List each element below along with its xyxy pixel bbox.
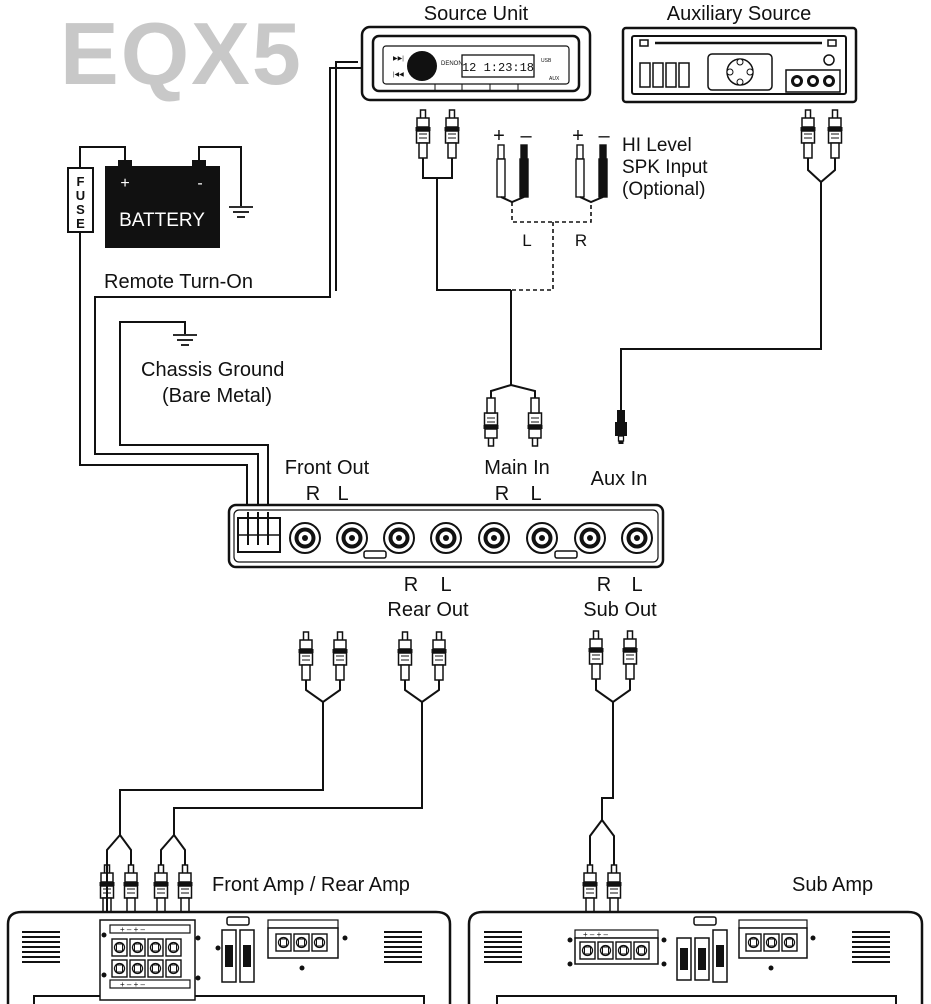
source-brand-mark: DENON	[441, 61, 463, 67]
prev-track-icon: |◀◀	[393, 72, 404, 78]
rear-out-l: L	[440, 574, 451, 596]
hi-level-right-minus-plug	[598, 144, 608, 198]
next-track-icon: ▶▶|	[393, 56, 404, 62]
volume-knob-icon	[407, 51, 437, 81]
battery-ground-icon	[228, 206, 254, 218]
sub-out-r: R	[597, 574, 611, 596]
front-out-r: R	[306, 483, 320, 505]
svg-text:S: S	[76, 202, 85, 217]
fuse: F U S E	[67, 167, 94, 233]
source-unit-title: Source Unit	[424, 3, 529, 25]
source-rca-left-plug	[414, 109, 432, 159]
battery-minus: -	[197, 175, 202, 192]
aux-in-label: Aux In	[591, 468, 648, 490]
sub-amp-in-1	[581, 864, 599, 914]
chassis-ground-line1: Chassis Ground	[141, 359, 284, 381]
sub-out-l: L	[631, 574, 642, 596]
svg-text:E: E	[76, 216, 85, 231]
battery-plus: +	[120, 175, 129, 192]
hi-level-left-plus: +	[493, 125, 505, 147]
hi-level-line3: (Optional)	[622, 179, 705, 200]
hi-level-right-minus: –	[598, 125, 610, 147]
aux-in-plug	[615, 410, 627, 444]
front-out-l: L	[337, 483, 348, 505]
svg-text:+ – + –: + – + –	[120, 980, 145, 989]
main-in-r: R	[495, 483, 509, 505]
hi-level-right-plus-plug	[575, 144, 585, 198]
hi-level-left-plus-plug	[496, 144, 506, 198]
sub-out-right-jack[interactable]	[574, 522, 606, 554]
main-in-right-plug	[484, 398, 499, 446]
front-out-label: Front Out	[285, 457, 370, 479]
svg-text:+ – + –: + – + –	[120, 925, 145, 934]
main-in-label: Main In	[484, 457, 550, 479]
brand-logo: EQX5	[60, 4, 303, 103]
sub-amp-label: Sub Amp	[792, 874, 873, 896]
aux-label: AUX	[549, 76, 560, 82]
hi-level-left-label: L	[522, 231, 531, 250]
hi-level-left-minus-plug	[519, 144, 529, 198]
front-out-right-jack[interactable]	[289, 522, 321, 554]
main-in-right-jack[interactable]	[478, 522, 510, 554]
rear-out-label: Rear Out	[387, 599, 469, 621]
svg-text:U: U	[76, 188, 85, 203]
source-unit: Source Unit ▶▶| |◀◀ DENON 12 1:23:18 USB…	[360, 3, 592, 102]
sub-out-left-jack[interactable]	[621, 522, 653, 554]
chassis-ground-line2: (Bare Metal)	[162, 385, 272, 407]
hi-level-right-plus: +	[572, 125, 584, 147]
front-out-left-plug	[331, 631, 349, 681]
sub-out-right-plug	[587, 630, 605, 680]
rear-amp-in-1	[152, 864, 170, 914]
sub-out-left-plug	[621, 630, 639, 680]
rear-out-left-plug	[430, 631, 448, 681]
main-in-left-plug	[528, 398, 543, 446]
aux-source-title: Auxiliary Source	[667, 3, 812, 25]
svg-text:F: F	[77, 174, 85, 189]
front-amp-in-2	[122, 864, 140, 914]
usb-label: USB	[541, 58, 552, 64]
rear-out-right-plug	[396, 631, 414, 681]
battery-label: BATTERY	[119, 210, 205, 231]
rear-out-right-jack[interactable]	[383, 522, 415, 554]
sub-amp-in-2	[605, 864, 623, 914]
chassis-ground-icon	[172, 334, 198, 346]
remote-turn-on-label: Remote Turn-On	[104, 271, 253, 293]
aux-rca-left-plug	[799, 109, 817, 159]
auxiliary-source: Auxiliary Source	[621, 3, 858, 104]
hi-level-line2: SPK Input	[622, 157, 708, 178]
battery: + - BATTERY	[105, 160, 220, 248]
sub-amp: + – + –	[467, 910, 924, 1004]
front-out-left-jack[interactable]	[336, 522, 368, 554]
svg-text:+ – + –: + – + –	[583, 930, 608, 939]
front-out-right-plug	[297, 631, 315, 681]
sub-out-label: Sub Out	[583, 599, 657, 621]
front-rear-amp: + – + – + – + –	[6, 910, 452, 1004]
main-in-l: L	[530, 483, 541, 505]
rear-amp-in-2	[176, 864, 194, 914]
rear-out-left-jack[interactable]	[430, 522, 462, 554]
main-in-left-jack[interactable]	[526, 522, 558, 554]
aux-rca-right-plug	[826, 109, 844, 159]
hi-level-right-label: R	[575, 231, 587, 250]
hi-level-left-minus: –	[520, 125, 532, 147]
eqx5-panel	[227, 503, 665, 569]
source-rca-right-plug	[443, 109, 461, 159]
hi-level-line1: HI Level	[622, 135, 692, 156]
source-display-time: 12 1:23:18	[462, 61, 534, 75]
rear-out-r: R	[404, 574, 418, 596]
front-amp-label: Front Amp / Rear Amp	[212, 874, 410, 896]
